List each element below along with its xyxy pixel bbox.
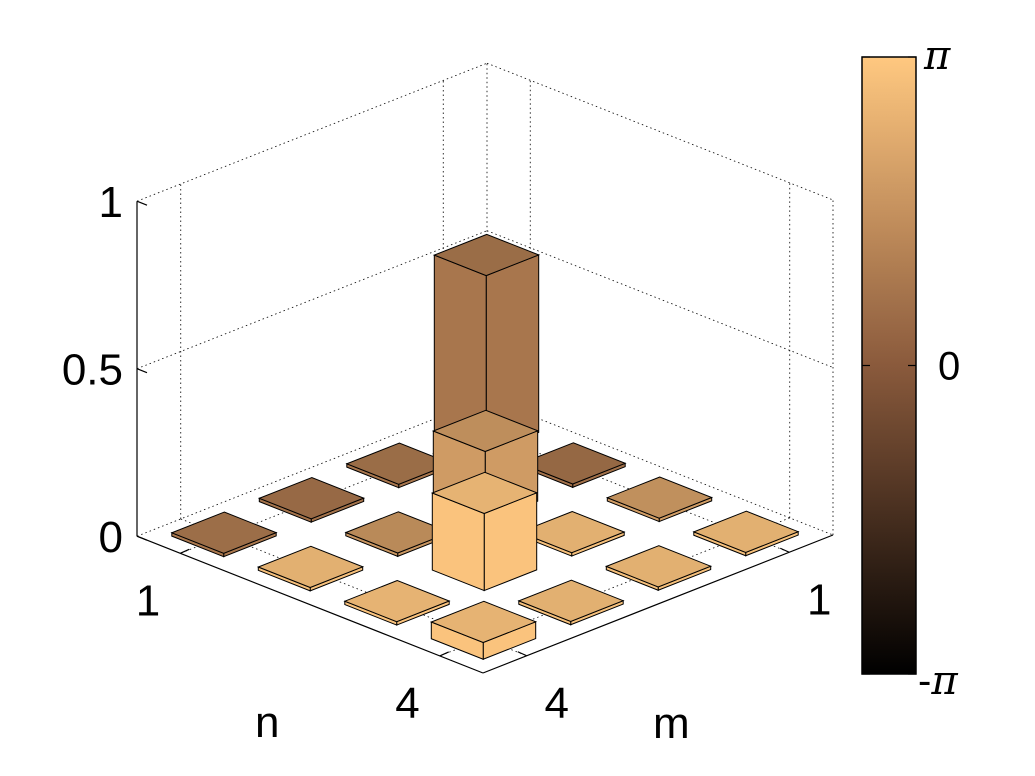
bar-face-top — [519, 442, 627, 485]
grid-line-z-right-2 — [486, 62, 834, 201]
bar-face-top — [432, 233, 541, 277]
bar-face-top — [518, 510, 626, 554]
bar-face-top — [343, 579, 451, 623]
n-axis-line — [136, 535, 484, 674]
grid-line-z-left-2 — [136, 62, 488, 202]
m-axis-line — [482, 534, 834, 674]
bar-m3-n4 — [517, 579, 625, 626]
bar-m1-n1 — [432, 233, 541, 454]
bar-m4-n4 — [429, 600, 538, 660]
bar-m4-n3 — [343, 579, 451, 626]
colorbar: -π 0 π — [861, 33, 960, 704]
colorbar-rect — [861, 56, 917, 675]
bar-face-top — [170, 511, 278, 554]
bar-face-top — [430, 471, 539, 515]
x-axis-title: m — [653, 699, 690, 748]
y-axis-title: n — [255, 698, 279, 747]
bar-m3-n3 — [430, 471, 539, 592]
n-tick-label-1: 4 — [395, 679, 419, 728]
bar-face-top — [429, 600, 538, 644]
bar-face-top — [605, 476, 714, 519]
n-tick-mark-1 — [439, 651, 449, 657]
axes-layer — [136, 200, 834, 674]
bar-face-top — [604, 545, 713, 588]
colorbar-ticks: -π 0 π — [862, 33, 960, 704]
grid-layer — [136, 62, 834, 657]
bar-m4-n1 — [170, 511, 278, 558]
m-tick-mark-0 — [780, 547, 790, 553]
colorbar-tick-label-2: π — [923, 33, 951, 79]
z-tick-label-1: 0.5 — [62, 346, 123, 395]
n-tick-mark-0 — [180, 548, 190, 554]
bars-layer — [170, 233, 800, 660]
bar-m3-n2 — [344, 511, 452, 558]
bar-m3-n1 — [257, 477, 366, 523]
colorbar-tick-label-1: 0 — [938, 345, 960, 389]
z-tick-mark-2 — [136, 200, 148, 206]
bar-m4-n2 — [256, 545, 365, 592]
m-tick-label-1: 4 — [545, 679, 569, 728]
bar-m1-n4 — [692, 510, 800, 557]
z-tick-mark-1 — [136, 368, 148, 374]
bar-face-top — [692, 510, 800, 553]
z-tick-label-2: 1 — [99, 178, 123, 227]
colorbar-tick-label-0: -π — [918, 658, 958, 704]
bar-face-top — [256, 545, 365, 589]
n-tick-label-0: 1 — [136, 576, 160, 625]
bar-face-top — [257, 477, 366, 520]
m-tick-mark-1 — [517, 651, 527, 657]
bar-face-top — [517, 579, 625, 622]
labels-layer: m n 0 0.5 1 1 4 1 4 — [62, 178, 832, 748]
z-tick-label-0: 0 — [99, 513, 123, 562]
bar-face-top — [431, 409, 540, 453]
bar-m2-n4 — [604, 545, 713, 591]
bar-m1-n3 — [605, 476, 714, 523]
m-tick-label-0: 1 — [807, 575, 831, 624]
z-tick-mark-0 — [136, 535, 148, 541]
